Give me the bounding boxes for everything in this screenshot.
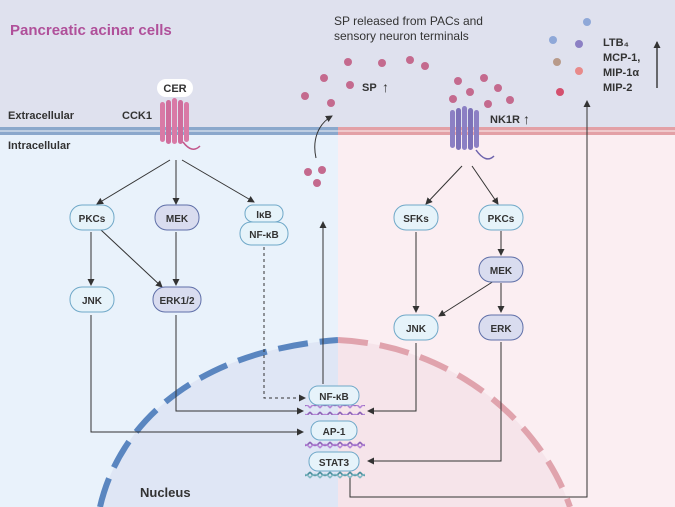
svg-text:NF-κB: NF-κB bbox=[249, 230, 278, 241]
nk1r-up-arrow: ↑ bbox=[523, 111, 530, 127]
nk1r-label: NK1R bbox=[490, 114, 520, 126]
svg-text:CER: CER bbox=[163, 83, 186, 95]
svg-text:ERK: ERK bbox=[490, 324, 512, 335]
node-mek-left: MEK bbox=[154, 204, 200, 231]
node-nfkb-left: NF-κB bbox=[239, 221, 289, 246]
mediator-ltb4: LTB₄ bbox=[603, 37, 629, 49]
node-pkcs-right: PKCs bbox=[478, 204, 524, 231]
nucleus-right bbox=[338, 340, 570, 507]
svg-text:IκB: IκB bbox=[256, 210, 272, 221]
svg-text:JNK: JNK bbox=[406, 324, 427, 335]
nuclear-envelope-right bbox=[337, 337, 573, 507]
node-sfks: SFKs bbox=[393, 204, 439, 231]
left-pathway-arrows bbox=[87, 115, 333, 436]
svg-text:MEK: MEK bbox=[490, 266, 513, 277]
extracellular-space bbox=[0, 0, 675, 127]
node-ap1: AP-1 bbox=[310, 420, 358, 441]
svg-text:MEK: MEK bbox=[166, 214, 189, 225]
svg-text:STAT3: STAT3 bbox=[319, 458, 350, 469]
node-erk-right: ERK bbox=[478, 314, 524, 341]
sp-release-note-line1: SP released from PACs and bbox=[334, 14, 483, 28]
node-ikb: IκB bbox=[244, 204, 284, 223]
svg-text:SFKs: SFKs bbox=[403, 214, 429, 225]
dna-strand-ap1 bbox=[305, 440, 365, 450]
svg-text:NF-κB: NF-κB bbox=[319, 392, 348, 403]
nuclear-envelope-left bbox=[97, 337, 339, 507]
svg-text:AP-1: AP-1 bbox=[323, 427, 346, 438]
node-nfkb-nuclear: NF-κB bbox=[308, 385, 360, 406]
mediator-mip2: MIP-2 bbox=[603, 82, 632, 94]
sp-up-arrow: ↑ bbox=[382, 79, 389, 95]
sp-release-note-line2: sensory neuron terminals bbox=[334, 29, 469, 43]
dna-strand-nfkb bbox=[305, 405, 365, 415]
dna-strand-stat3 bbox=[305, 470, 365, 480]
sp-label: SP bbox=[362, 82, 377, 94]
sp-molecules bbox=[301, 56, 514, 187]
svg-text:PKCs: PKCs bbox=[488, 214, 515, 225]
svg-text:PKCs: PKCs bbox=[79, 214, 106, 225]
cck1-label: CCK1 bbox=[122, 110, 152, 122]
svg-text:ERK1/2: ERK1/2 bbox=[159, 296, 194, 307]
right-pathway-arrows bbox=[349, 100, 591, 498]
cer-stimulus bbox=[157, 79, 193, 97]
title: Pancreatic acinar cells bbox=[10, 22, 172, 39]
node-erk12: ERK1/2 bbox=[152, 286, 202, 313]
node-jnk-left: JNK bbox=[69, 286, 115, 313]
svg-text:JNK: JNK bbox=[82, 296, 103, 307]
intracellular-label: Intracellular bbox=[8, 140, 71, 152]
extracellular-label: Extracellular bbox=[8, 110, 75, 122]
mediator-mcp1: MCP-1, bbox=[603, 52, 640, 64]
node-mek-right: MEK bbox=[478, 256, 524, 283]
nucleus-left bbox=[100, 340, 338, 507]
mediator-mip1a: MIP-1α bbox=[603, 67, 639, 79]
node-jnk-right: JNK bbox=[393, 314, 439, 341]
cck1-receptor-icon bbox=[160, 98, 201, 150]
nucleus-label: Nucleus bbox=[140, 485, 191, 500]
mediator-molecules bbox=[549, 18, 591, 96]
nk1r-receptor-icon bbox=[450, 106, 495, 160]
node-pkcs-left: PKCs bbox=[69, 204, 115, 231]
node-stat3: STAT3 bbox=[308, 451, 360, 472]
